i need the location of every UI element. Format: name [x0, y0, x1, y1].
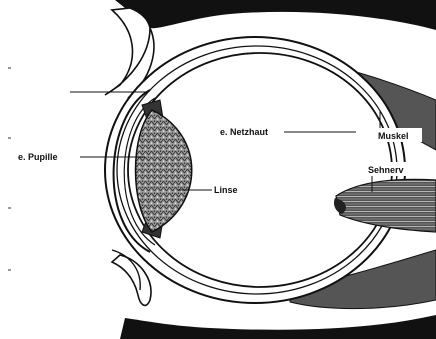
label-retina: e. Netzhaut [220, 127, 268, 137]
upper-orbit-dark [115, 0, 436, 30]
label-muscle: Muskel [378, 131, 409, 141]
label-lens: Linse [214, 185, 238, 195]
lower-orbit-dark [120, 315, 436, 339]
label-pupil: e. Pupille [18, 152, 58, 162]
label-optic-nerve: Sehnerv [368, 165, 404, 175]
